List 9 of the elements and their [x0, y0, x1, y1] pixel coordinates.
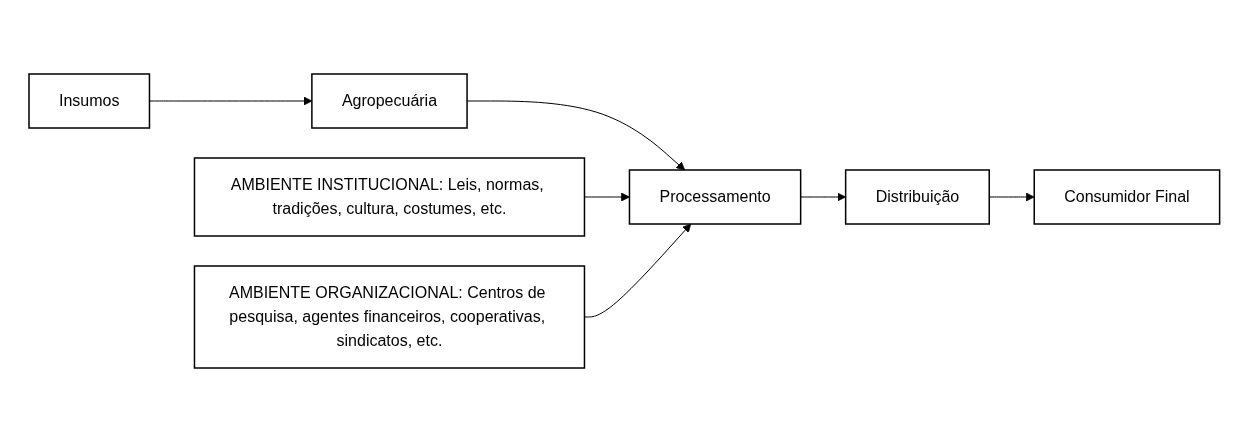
- node-box: Processamento: [628, 169, 802, 225]
- node-box: Agropecuária: [311, 73, 468, 129]
- node-box: Insumos: [28, 73, 151, 129]
- node-box: Consumidor Final: [1033, 169, 1221, 225]
- node-box: AMBIENTE ORGANIZACIONAL: Centros de pesquisa, agentes financeiros, cooperativas, sindicatos, etc.: [193, 265, 586, 369]
- node-box: AMBIENTE INSTITUCIONAL: Leis, normas, tradições, cultura, costumes, etc.: [193, 157, 586, 237]
- arrow: [149, 96, 313, 106]
- arrow: [584, 223, 692, 318]
- node-box: Distribuição: [845, 169, 991, 225]
